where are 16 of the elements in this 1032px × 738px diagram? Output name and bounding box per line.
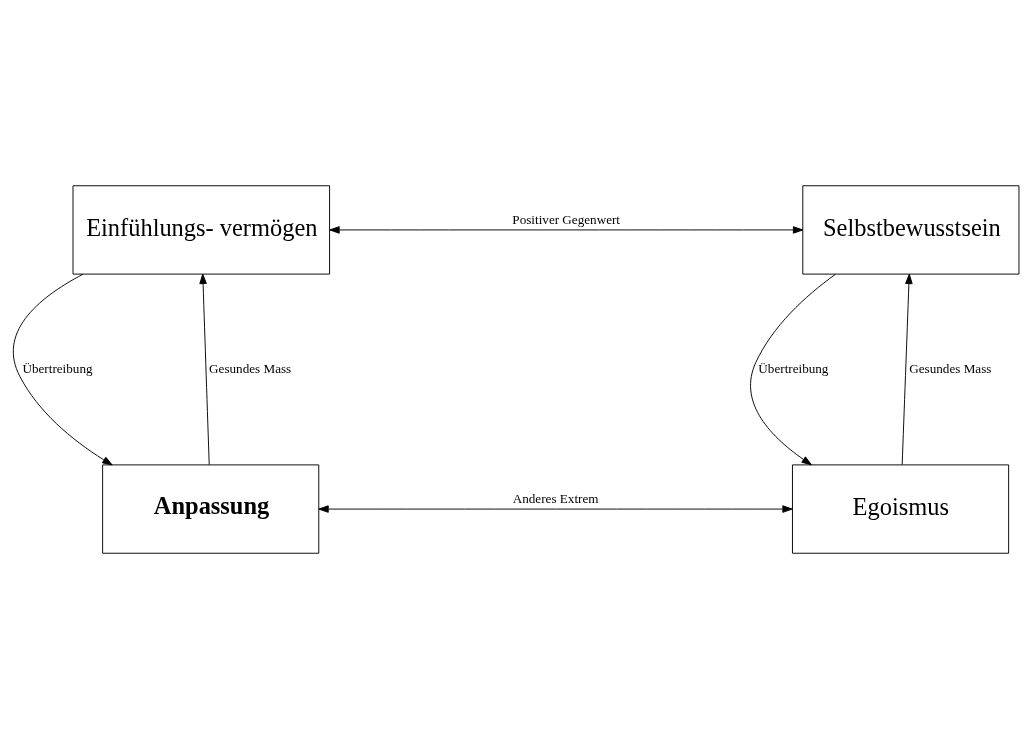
edge-label: Positiver Gegenwert (512, 211, 621, 227)
arrow (329, 225, 804, 234)
edge-label: Anderes Extrem (512, 490, 599, 506)
edge-label: Übertreibung (22, 360, 93, 376)
edge-label: Gesundes Mass (209, 360, 292, 376)
arrow (13, 273, 113, 465)
edge-label: Übertreibung (758, 360, 829, 376)
node-box: Einfühlungs- vermögen (72, 184, 331, 275)
node-box: Anpassung (102, 463, 320, 554)
node-box: Egoismus (792, 463, 1010, 554)
node-box: Selbstbewusstsein (802, 184, 1020, 275)
edge-label: Gesundes Mass (909, 360, 992, 376)
arrow (199, 273, 210, 465)
arrow (901, 273, 913, 465)
arrow (318, 504, 793, 513)
arrow (750, 273, 836, 465)
